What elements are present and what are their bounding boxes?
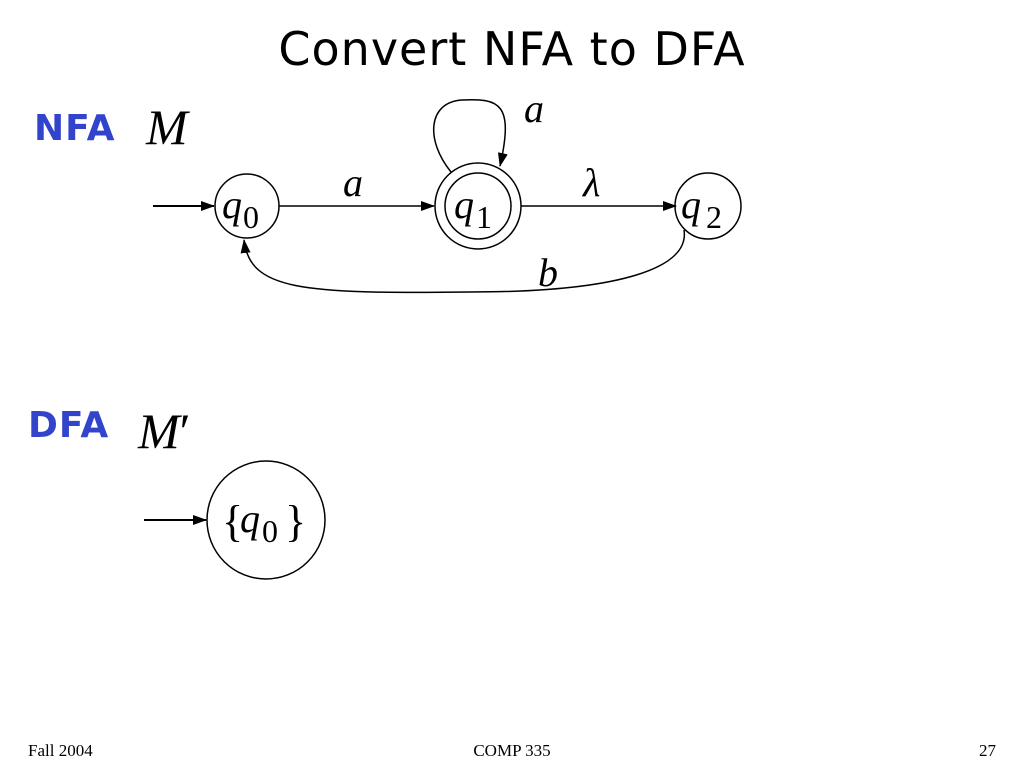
nfa-label: NFA bbox=[34, 108, 116, 149]
dfa-machine-letter: M bbox=[138, 403, 180, 459]
slide-title: Convert NFA to DFA bbox=[278, 22, 746, 76]
nfa-machine-name: M bbox=[146, 99, 188, 155]
dfa-state-close-brace: } bbox=[285, 497, 306, 546]
nfa-state-q1-name: q bbox=[454, 182, 474, 227]
nfa-transition-q1-self-loop-label: a bbox=[524, 86, 544, 131]
dfa-machine-prime: ′ bbox=[179, 403, 191, 459]
nfa-transition-q2-q0 bbox=[240, 229, 686, 294]
dfa-machine-name: M′ bbox=[138, 402, 191, 460]
nfa-state-q2-name: q bbox=[681, 182, 701, 227]
dfa-state-q0-sub: 0 bbox=[262, 513, 278, 549]
nfa-transition-q1-q2-label: λ bbox=[582, 160, 600, 205]
nfa-state-q0-name: q bbox=[222, 182, 242, 227]
nfa-transition-q2-q0-label: b bbox=[538, 250, 558, 295]
nfa-state-q0: q 0 bbox=[214, 173, 280, 239]
nfa-state-q1-sub: 1 bbox=[476, 199, 492, 235]
nfa-state-q0-sub: 0 bbox=[243, 199, 259, 235]
dfa-state-open-brace: { bbox=[222, 497, 243, 546]
nfa-state-q1: q 1 bbox=[434, 162, 522, 250]
dfa-state-q0-set: { q 0 } bbox=[206, 460, 326, 580]
dfa-state-q0-name: q bbox=[240, 496, 260, 541]
nfa-state-q2: q 2 bbox=[674, 172, 742, 240]
footer-right: 27 bbox=[979, 741, 996, 760]
footer-center: COMP 335 bbox=[473, 741, 551, 760]
nfa-transition-q1-self-loop bbox=[432, 98, 508, 173]
footer-left: Fall 2004 bbox=[28, 741, 93, 760]
nfa-transition-q0-q1-label: a bbox=[343, 160, 363, 205]
dfa-label: DFA bbox=[28, 405, 110, 446]
nfa-state-q2-sub: 2 bbox=[706, 199, 722, 235]
